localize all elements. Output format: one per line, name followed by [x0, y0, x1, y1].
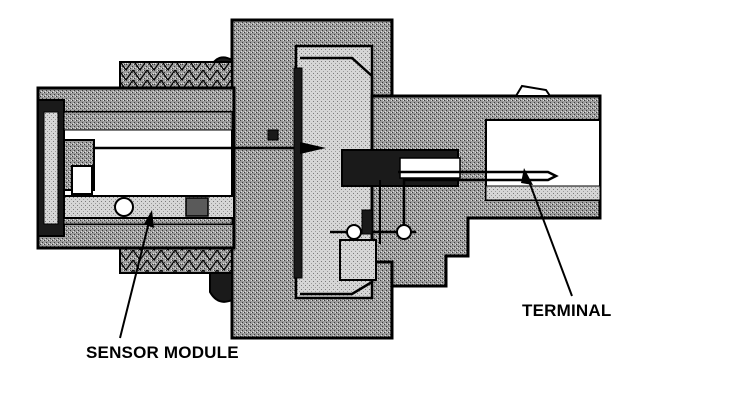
terminal-label: TERMINAL	[522, 301, 612, 320]
sensor-module-port	[114, 197, 134, 217]
diaphragm-plate	[293, 67, 303, 279]
connector-lip	[514, 84, 552, 97]
nut-lobe-bottom-left	[209, 267, 233, 303]
contact-spring	[361, 209, 373, 235]
rod-block	[71, 165, 93, 195]
rod-pin	[267, 129, 279, 141]
terminal-arrowhead	[521, 168, 533, 185]
left-end-window	[43, 111, 59, 225]
terminal-leader	[526, 175, 573, 297]
connector-cavity-floor	[485, 185, 601, 201]
contact-point-1	[346, 224, 362, 240]
insulator-slot	[399, 157, 461, 179]
sensor-module-arrowhead	[144, 210, 154, 228]
thread-bottom	[119, 244, 233, 274]
terminal-pin	[398, 170, 559, 236]
thread-top	[119, 61, 233, 91]
contact-point-2	[396, 224, 412, 240]
sensor-module-label: SENSOR MODULE	[86, 343, 239, 362]
bore-wall-upper	[63, 111, 233, 131]
contact-base	[339, 239, 377, 281]
rod-tip	[300, 142, 326, 154]
sensor-module-leader	[119, 217, 151, 339]
sensor-module-collar	[185, 197, 209, 217]
